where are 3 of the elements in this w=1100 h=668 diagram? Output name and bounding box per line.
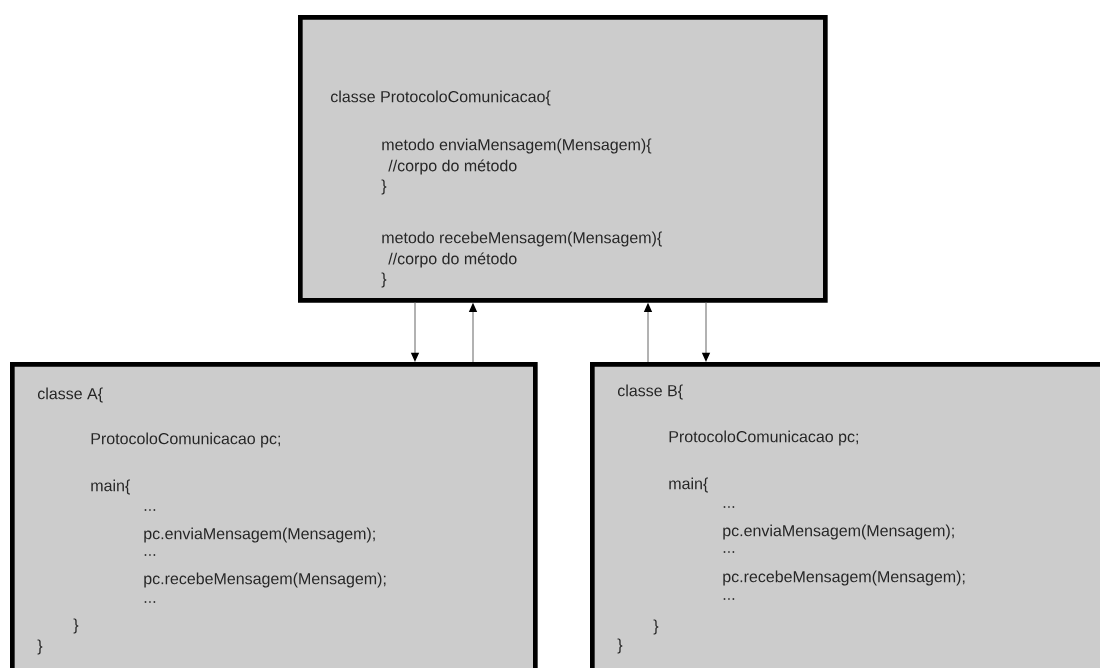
class-box: classe B{ ProtocoloComunicacao pc; main{ ... pc.enviaMensagem(Mensagem); ... pc.recebeMensagem(Mensagem); ... } } (590, 362, 1100, 668)
class-box: classe ProtocoloComunicacao{ metodo enviaMensagem(Mensagem){ //corpo do método } metodo recebeMensagem(Mensagem){ //corpo do método } (298, 15, 828, 303)
class-box: classe A{ ProtocoloComunicacao pc; main{ ... pc.enviaMensagem(Mensagem); ... pc.recebeMensagem(Mensagem); ... } } (10, 362, 538, 668)
